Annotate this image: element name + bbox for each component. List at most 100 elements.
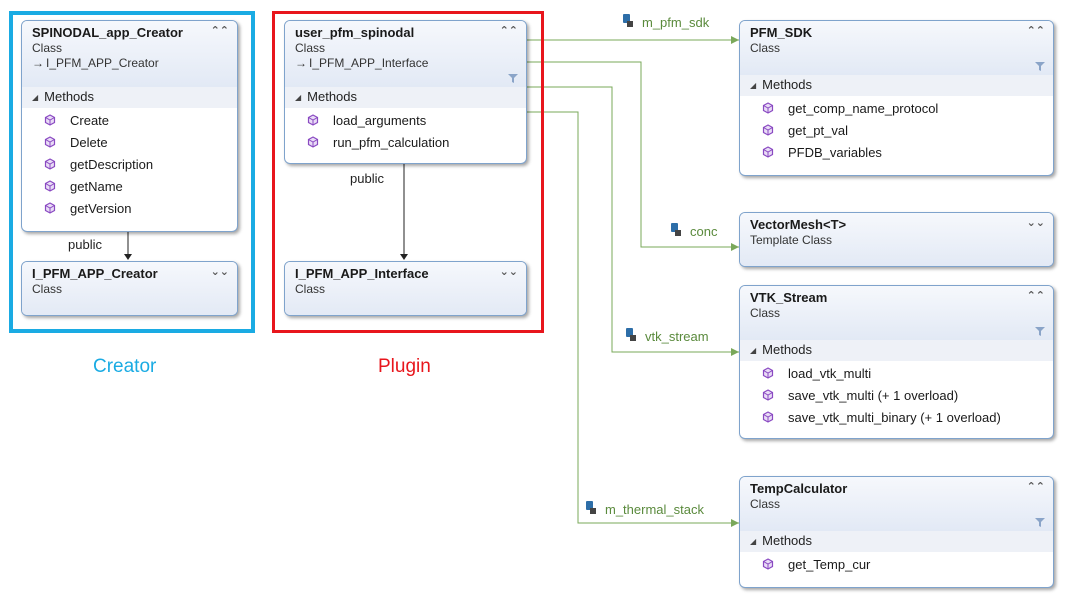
assoc-arrowhead-vtk-stream [731,348,739,356]
method-item[interactable]: save_vtk_multi (+ 1 overload) [740,385,1053,407]
methods-section-header[interactable]: ◢Methods [22,87,237,108]
collapse-triangle-icon[interactable]: ◢ [295,93,302,102]
class-box-i-pfm-app-interface[interactable]: I_PFM_APP_Interface Class ⌄⌄ [284,261,527,316]
filter-icon[interactable] [1035,518,1045,527]
implements-name: I_PFM_APP_Interface [309,56,429,70]
double-chevron-up-icon[interactable]: ⌃⌃ [499,25,518,37]
class-header[interactable]: I_PFM_APP_Creator Class ⌄⌄ [22,262,237,315]
class-header[interactable]: SPINODAL_app_Creator Class →I_PFM_APP_Cr… [22,21,237,87]
method-item[interactable]: PFDB_variables [740,142,1053,164]
class-box-vtk-stream[interactable]: VTK_Stream Class ⌃⌃ ◢ Methods load_vtk_mu… [739,285,1054,439]
class-title: I_PFM_APP_Creator [32,266,158,281]
class-header[interactable]: TempCalculator Class ⌃⌃ [740,477,1053,531]
class-box-user-pfm-spinodal[interactable]: user_pfm_spinodal Class →I_PFM_APP_Inter… [284,20,527,164]
method-list: load_vtk_multi save_vtk_multi (+ 1 overlo… [740,361,1053,433]
implements-label: →I_PFM_APP_Interface [295,56,518,71]
methods-section-header[interactable]: ◢Methods [740,75,1053,96]
method-item[interactable]: get_pt_val [740,120,1053,142]
assoc-label-vtk-stream[interactable]: vtk_stream [625,327,709,344]
methods-section-header[interactable]: ◢Methods [285,87,526,108]
assoc-name: conc [690,224,718,239]
class-box-pfm-sdk[interactable]: PFM_SDK Class ⌃⌃ ◢Methods get_comp_name_… [739,20,1054,176]
assoc-line-m-thermal-stack [527,111,739,524]
double-chevron-up-icon[interactable]: ⌃⌃ [1026,481,1045,493]
method-name: Delete [70,135,108,150]
assoc-arrowhead-m-pfm-sdk [731,36,739,44]
collapse-triangle-icon[interactable]: ◢ [750,346,757,355]
class-header[interactable]: VectorMesh<T> Template Class ⌄⌄ [740,213,1053,266]
method-item[interactable]: load_arguments [285,110,526,132]
method-item[interactable]: getName [22,176,237,198]
plugin-group-frame [272,11,544,333]
collapse-triangle-icon[interactable]: ◢ [32,93,39,102]
method-item[interactable]: get_Temp_cur [740,554,1053,576]
assoc-line-conc [527,61,739,248]
class-title: user_pfm_spinodal [295,25,415,40]
assoc-arrowhead-conc [731,243,739,251]
class-title: PFM_SDK [750,25,813,40]
class-header[interactable]: user_pfm_spinodal Class →I_PFM_APP_Inter… [285,21,526,87]
section-label: Methods [762,342,813,357]
method-item[interactable]: get_comp_name_protocol [740,98,1053,120]
assoc-label-m-pfm-sdk[interactable]: m_pfm_sdk [622,13,709,30]
class-box-i-pfm-app-creator[interactable]: I_PFM_APP_Creator Class ⌄⌄ [21,261,238,316]
method-item[interactable]: Create [22,110,237,132]
assoc-label-conc[interactable]: conc [670,222,717,239]
collapse-triangle-icon[interactable]: ◢ [750,81,757,90]
double-chevron-down-icon[interactable]: ⌄⌄ [210,266,229,278]
method-cube-icon [762,102,774,114]
method-name: get_pt_val [788,123,848,138]
method-cube-icon [762,367,774,379]
method-item[interactable]: save_vtk_multi_binary (+ 1 overload) [740,407,1053,429]
method-item[interactable]: getVersion [22,198,237,220]
class-title: I_PFM_APP_Interface [295,266,429,281]
methods-section-header[interactable]: ◢ Methods [740,531,1053,552]
class-title: TempCalculator [750,481,848,496]
implements-label: →I_PFM_APP_Creator [32,56,229,71]
class-kind: Class [295,41,326,55]
class-kind: Class [750,306,781,320]
class-kind: Class [32,41,63,55]
methods-section-header[interactable]: ◢ Methods [740,340,1053,361]
double-chevron-down-icon[interactable]: ⌄⌄ [499,266,518,278]
method-cube-icon [762,124,774,136]
method-item[interactable]: run_pfm_calculation [285,132,526,154]
double-chevron-up-icon[interactable]: ⌃⌃ [1026,290,1045,302]
collapse-triangle-icon[interactable]: ◢ [750,537,757,546]
method-cube-icon [44,180,56,192]
method-name: PFDB_variables [788,145,882,160]
method-cube-icon [762,558,774,570]
implements-arrow-icon: → [295,56,307,70]
method-item[interactable]: load_vtk_multi [740,363,1053,385]
method-cube-icon [307,136,319,148]
filter-icon[interactable] [1035,62,1045,71]
method-name: run_pfm_calculation [333,135,450,150]
method-cube-icon [762,146,774,158]
method-name: save_vtk_multi (+ 1 overload) [788,388,959,403]
class-box-tempcalculator[interactable]: TempCalculator Class ⌃⌃ ◢ Methods get_Tem… [739,476,1054,588]
double-chevron-down-icon[interactable]: ⌄⌄ [1026,217,1045,229]
class-kind: Class [32,282,63,296]
implements-name: I_PFM_APP_Creator [46,56,159,70]
method-name: load_vtk_multi [788,366,872,381]
assoc-label-m-thermal-stack[interactable]: m_thermal_stack [585,500,704,517]
class-header[interactable]: VTK_Stream Class ⌃⌃ [740,286,1053,340]
field-lock-icon [626,328,636,341]
implements-arrow-icon: → [32,56,44,70]
filter-icon[interactable] [508,74,518,83]
method-item[interactable]: getDescription [22,154,237,176]
method-item[interactable]: Delete [22,132,237,154]
method-name: load_arguments [333,113,427,128]
class-box-vectormesh[interactable]: VectorMesh<T> Template Class ⌄⌄ [739,212,1054,267]
section-label: Methods [762,533,813,548]
double-chevron-up-icon[interactable]: ⌃⌃ [210,25,229,37]
class-box-spinodal-app-creator[interactable]: SPINODAL_app_Creator Class →I_PFM_APP_Cr… [21,20,238,232]
class-header[interactable]: I_PFM_APP_Interface Class ⌄⌄ [285,262,526,315]
double-chevron-up-icon[interactable]: ⌃⌃ [1026,25,1045,37]
filter-icon[interactable] [1035,327,1045,336]
method-cube-icon [307,114,319,126]
plugin-inheritance-label: public [350,171,384,186]
class-header[interactable]: PFM_SDK Class ⌃⌃ [740,21,1053,75]
